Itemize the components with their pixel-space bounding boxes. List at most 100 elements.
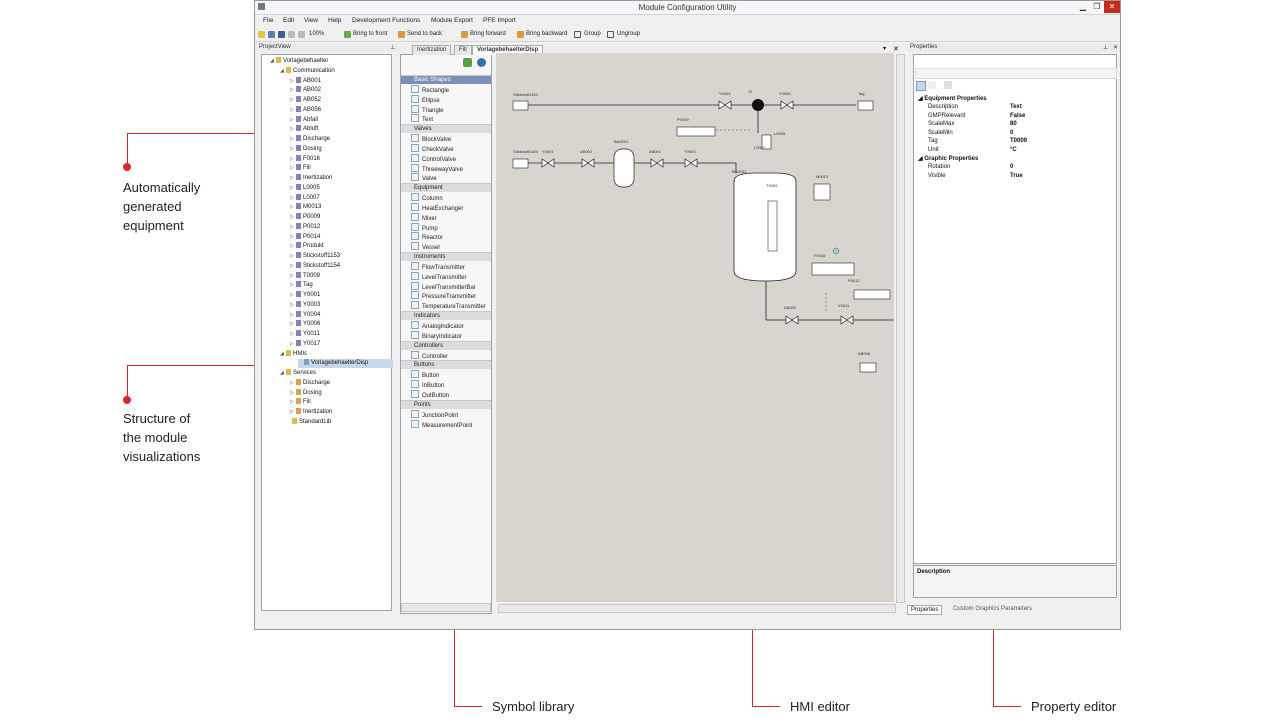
symbol-item[interactable]: Reactor <box>411 232 443 241</box>
bring-backward-button[interactable]: Bring backward <box>526 31 568 37</box>
symbol-item[interactable]: CheckValve <box>411 144 454 153</box>
expander-icon[interactable]: ▷ <box>290 126 294 133</box>
tree-service-item[interactable]: ▷Dosing <box>290 388 322 396</box>
expander-icon[interactable]: ▷ <box>290 87 294 94</box>
expander-icon[interactable]: ▷ <box>290 389 294 396</box>
symbol-category[interactable]: Equipment <box>401 183 491 193</box>
expander-icon[interactable]: ▷ <box>290 136 294 142</box>
tree-service-item[interactable]: ▷Inertization <box>290 408 333 415</box>
expander-icon[interactable]: ▷ <box>290 155 294 162</box>
tree-equipment-item[interactable]: ▷F0016 <box>290 154 321 162</box>
properties-close-icon[interactable]: ✕ <box>1113 45 1119 51</box>
expander-icon[interactable]: ▷ <box>290 331 294 337</box>
group-button[interactable]: Group <box>584 31 601 37</box>
property-value[interactable]: 0 <box>1010 164 1014 170</box>
tab-dropdown-icon[interactable]: ▾ <box>883 46 887 52</box>
property-value[interactable]: 80 <box>1010 121 1017 128</box>
tab-vorlagebehaelterdisp[interactable]: VorlagebehaelterDisp <box>472 45 544 55</box>
expander-icon[interactable]: ▷ <box>290 175 294 181</box>
tree-equipment-item[interactable]: ▷L0005 <box>290 183 320 191</box>
symbol-library-scrollbar[interactable] <box>401 603 491 612</box>
expander-icon[interactable]: ▷ <box>290 194 294 201</box>
refresh-icon[interactable] <box>463 58 472 67</box>
symbol-item[interactable]: InButton <box>411 380 444 389</box>
valve-y0011[interactable] <box>840 315 854 325</box>
group-graphic-properties[interactable]: ◢ Graphic Properties <box>918 156 979 162</box>
property-value[interactable]: Text <box>1010 104 1022 110</box>
symbol-item[interactable]: LevelTransmitter <box>411 271 466 281</box>
expander-icon[interactable]: ▷ <box>290 301 294 308</box>
tree-equipment-item[interactable]: ▷Inertization <box>290 174 333 181</box>
box-tag[interactable] <box>857 100 874 111</box>
expander-icon[interactable]: ▷ <box>290 97 294 103</box>
tree-standardlib[interactable]: StandardLib <box>286 417 331 427</box>
expander-icon[interactable]: ▷ <box>290 106 294 113</box>
tree-hmi-item[interactable]: VorlagebehaelterDisp <box>298 359 393 369</box>
tab-fill[interactable]: Fill <box>454 45 472 55</box>
expander-icon[interactable]: ▷ <box>290 165 294 172</box>
menu-development-functions[interactable]: Development Functions <box>352 17 421 24</box>
reactor-ba0001[interactable] <box>733 172 797 282</box>
menu-file[interactable]: File <box>263 17 274 24</box>
valve-ab052[interactable] <box>785 315 799 325</box>
tree-equipment-item[interactable]: ▷Y0003 <box>290 300 321 308</box>
expander-icon[interactable]: ▷ <box>290 77 294 84</box>
symbol-item[interactable]: AnalogIndicator <box>411 321 464 330</box>
expander-icon[interactable]: ▷ <box>290 379 294 386</box>
pin-icon[interactable]: ⊥ <box>390 45 396 51</box>
valve-y0003[interactable] <box>684 158 698 168</box>
expander-icon[interactable]: ▷ <box>290 272 294 279</box>
new-folder-icon[interactable] <box>258 31 265 38</box>
expander-icon[interactable]: ◢ <box>280 350 284 357</box>
expander-icon[interactable]: ▷ <box>290 409 294 415</box>
tree-equipment-item[interactable]: ▷L0007 <box>290 193 320 201</box>
tree-equipment-item[interactable]: ▷Y0011 <box>290 330 320 337</box>
symbol-item[interactable]: BlockValve <box>411 134 451 143</box>
tree-service-item[interactable]: ▷Fill <box>290 398 311 406</box>
expander-icon[interactable]: ▷ <box>290 262 294 269</box>
tree-equipment-item[interactable]: ▷Y0001 <box>290 291 321 298</box>
object-selector[interactable] <box>915 68 1117 79</box>
menu-module-export[interactable]: Module Export <box>431 17 473 24</box>
tree-equipment-item[interactable]: ▷Abluft <box>290 125 319 133</box>
symbol-item[interactable]: Valve <box>411 173 437 182</box>
tree-equipment-item[interactable]: ▷Tag <box>290 281 313 289</box>
symbol-item[interactable]: TemperatureTransmitter <box>411 301 486 310</box>
tree-equipment-item[interactable]: ▷P0009 <box>290 213 321 220</box>
property-value[interactable]: °C <box>1010 147 1017 153</box>
tree-equipment-item[interactable]: ▷Dosing <box>290 144 322 152</box>
expander-icon[interactable]: ▷ <box>290 116 294 123</box>
group-equipment-properties[interactable]: ◢ Equipment Properties <box>918 96 987 102</box>
undo-icon[interactable] <box>288 31 295 38</box>
symbol-category[interactable]: Points <box>401 399 491 409</box>
indicator-t0009[interactable] <box>832 247 840 255</box>
tree-equipment-item[interactable]: ▷AB002 <box>290 86 322 94</box>
symbol-item[interactable]: JunctionPoint <box>411 409 458 419</box>
hmi-canvas[interactable]: Stickstoff1154 Y0004 J1 Y0006 Tag P0009 … <box>496 53 894 602</box>
tree-equipment-item[interactable]: ▷Stickstoff1153 <box>290 252 341 259</box>
symbol-item[interactable]: MeasurementPoint <box>411 419 472 429</box>
tree-equipment-item[interactable]: ▷P0014 <box>290 232 321 240</box>
tab-close-icon[interactable]: ✕ <box>893 46 899 53</box>
symbol-item[interactable]: ThreewayValve <box>411 163 463 173</box>
property-value[interactable]: True <box>1010 172 1023 179</box>
tree-equipment-item[interactable]: ▷T0009 <box>290 271 321 279</box>
hmi-diagram[interactable]: Stickstoff1154 Y0004 J1 Y0006 Tag P0009 … <box>496 53 894 602</box>
expander-icon[interactable]: ▷ <box>290 399 294 406</box>
properties-pin-icon[interactable]: ⊥ <box>1103 45 1109 51</box>
valve-y0006[interactable] <box>780 100 794 110</box>
property-value[interactable]: T0009 <box>1010 138 1028 145</box>
expander-icon[interactable]: ◢ <box>270 58 274 64</box>
symbol-item[interactable]: Controller <box>411 350 448 360</box>
symbol-item[interactable]: Column <box>411 193 443 202</box>
tree-equipment-item[interactable]: ▷AB052 <box>290 96 322 103</box>
editor-vertical-scrollbar[interactable] <box>896 54 905 603</box>
tree-equipment-item[interactable]: ▷Y0006 <box>290 320 321 328</box>
categorized-icon[interactable] <box>916 81 926 91</box>
expander-icon[interactable]: ▷ <box>290 292 294 298</box>
box-m0013[interactable] <box>813 183 831 201</box>
tree-equipment-item[interactable]: ▷Fill <box>290 164 311 172</box>
tree-equipment-item[interactable]: ▷Discharge <box>290 135 331 142</box>
expander-icon[interactable]: ▷ <box>290 321 294 328</box>
box-p0009[interactable] <box>676 126 716 137</box>
